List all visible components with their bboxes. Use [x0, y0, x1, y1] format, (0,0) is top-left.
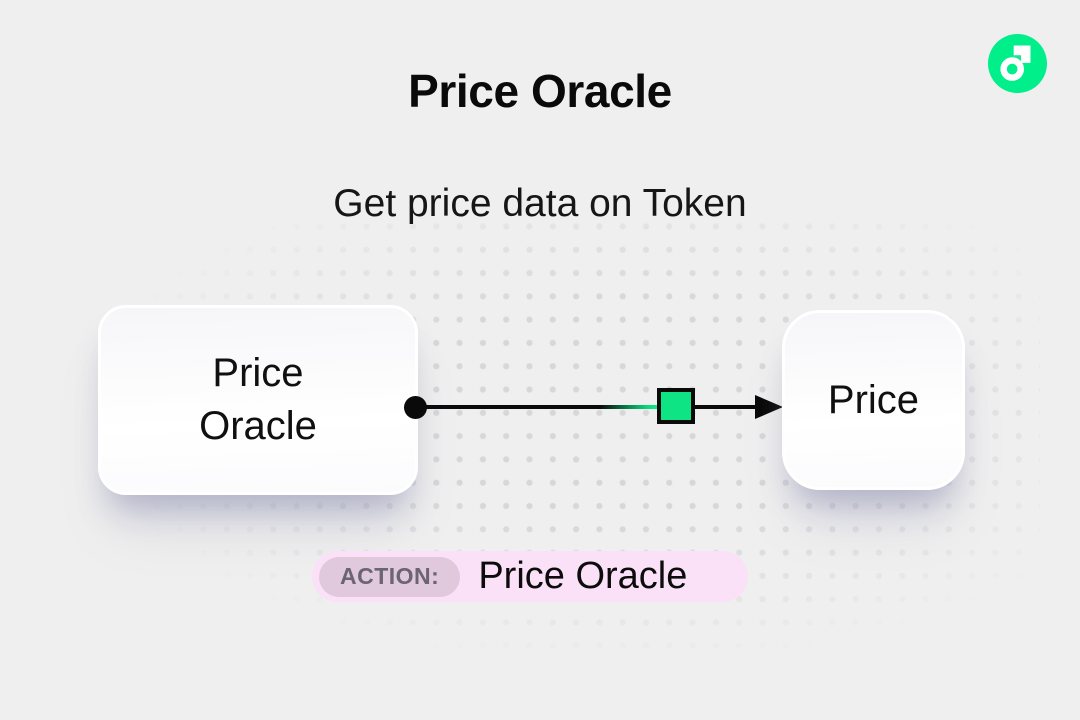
action-badge-value: Price Oracle — [478, 555, 688, 597]
source-node-label: Price Oracle — [199, 351, 317, 448]
target-node-label: Price — [827, 377, 920, 422]
arrowhead-icon — [755, 395, 783, 419]
connector-line — [415, 405, 600, 409]
source-port-dot[interactable] — [404, 396, 427, 419]
target-node-price[interactable]: Price — [782, 310, 965, 490]
flow-logo[interactable] — [988, 34, 1047, 93]
connector-line-green-fade — [600, 405, 657, 409]
flow-logo-icon — [988, 34, 1047, 93]
page-subtitle: Get price data on Token — [333, 182, 747, 225]
source-node-price-oracle[interactable]: Price Oracle — [98, 305, 418, 495]
connector-line — [695, 405, 757, 409]
action-badge-label: ACTION: — [319, 556, 461, 597]
page-title: Price Oracle — [408, 65, 672, 117]
action-badge: ACTION: Price Oracle — [312, 551, 748, 602]
connector-midpoint-handle[interactable] — [657, 388, 695, 424]
